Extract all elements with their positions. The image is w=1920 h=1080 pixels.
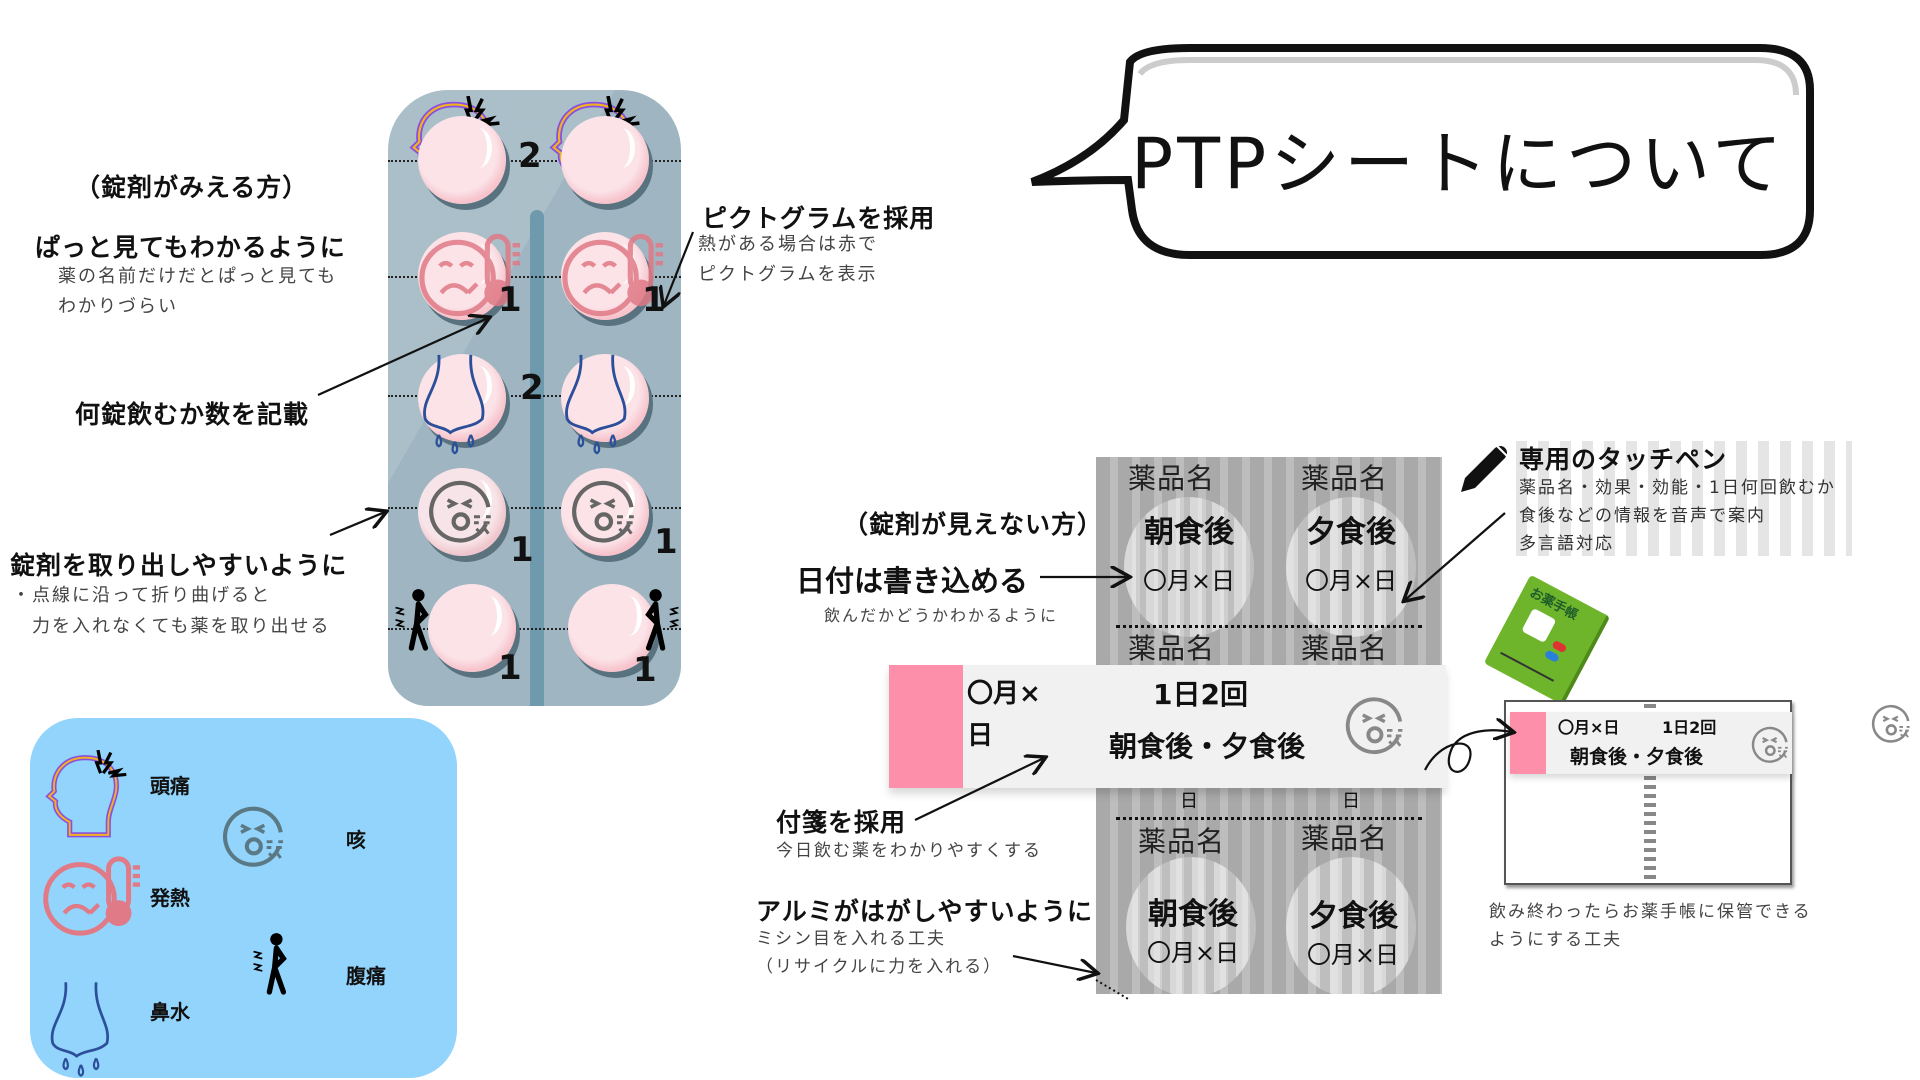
pill-count: 1 (498, 648, 522, 688)
medicine-notebook-icon: お薬手帳 (1483, 574, 1611, 706)
pictogram-line-2: ピクトグラムを表示 (698, 264, 878, 285)
drug-name: 薬品名 (1301, 632, 1389, 665)
cough-icon (426, 476, 498, 548)
date-field[interactable]: 〇月×日 (1146, 939, 1240, 967)
visible-side-heading: （錠剤がみえる方） (75, 173, 309, 202)
drug-name: 薬品名 (1128, 462, 1216, 495)
stored-timing: 朝食後・夕食後 (1570, 746, 1704, 768)
cough-icon (1343, 693, 1409, 759)
pill-count: 2 (518, 136, 542, 176)
morning-label: 朝食後 (1144, 515, 1234, 550)
fold-line (388, 276, 681, 278)
tablet[interactable] (568, 584, 656, 672)
drug-name: 薬品名 (1301, 822, 1389, 855)
legend-label-stomachache: 腹痛 (346, 964, 386, 988)
fold-line (388, 160, 681, 162)
legend-label-runny-nose: 鼻水 (150, 1000, 190, 1024)
pen-title: 専用のタッチペン (1519, 445, 1728, 474)
date-fragment: 日 (1180, 791, 1198, 812)
sticky-sub: 今日飲む薬をわかりやすくする (776, 841, 1042, 861)
date-fragment: 日 (1342, 791, 1360, 812)
notebook-caption-1: 飲み終わったらお薬手帳に保管できる (1489, 902, 1812, 922)
legend-label-cough: 咳 (346, 828, 366, 852)
sticky-frequency: 1日2回 (1153, 678, 1248, 711)
remove-line-2: 力を入れなくても薬を取り出せる (12, 616, 331, 637)
pictogram-title: ピクトグラムを採用 (702, 204, 936, 233)
glance-line-1: 薬の名前だけだとぱっと見ても (58, 266, 338, 287)
date-field[interactable]: 〇月×日 (1304, 567, 1398, 595)
drug-name: 薬品名 (1138, 825, 1226, 858)
pen-line-3: 多言語対応 (1519, 534, 1614, 554)
pill-count: 1 (633, 650, 657, 690)
page-title: PTPシートについて (1131, 123, 1787, 205)
glance-title: ぱっと見てもわかるように (35, 233, 346, 262)
count-title: 何錠飲むか数を記載 (75, 400, 310, 429)
hidden-side-heading: （錠剤が見えない方） (843, 510, 1104, 539)
pill-count: 2 (520, 368, 544, 408)
evening-label: 夕食後 (1306, 515, 1396, 550)
notebook-caption-2: ようにする工夫 (1489, 930, 1623, 950)
touch-pen-icon[interactable] (1455, 442, 1511, 498)
pictogram-line-1: 熱がある場合は赤で (698, 234, 878, 255)
cough-icon (1750, 724, 1792, 766)
stomachache-icon (638, 584, 681, 654)
sticky-date-line-2: 日 (967, 721, 994, 751)
foil-line-1: ミシン目を入れる工夫 (756, 929, 946, 949)
pill-count: 1 (642, 280, 666, 320)
runny-nose-icon (558, 352, 638, 456)
tablet[interactable] (561, 116, 649, 204)
evening-label: 夕食後 (1308, 899, 1398, 934)
fever-icon (40, 853, 140, 939)
sticky-note[interactable]: 〇月× 日 1日2回 朝食後・夕食後 (889, 665, 1446, 788)
pictogram-legend: 頭痛 発熱 鼻水 咳 腹痛 (30, 718, 457, 1078)
date-sub: 飲んだかどうかわかるように (824, 606, 1059, 625)
pill-count: 1 (498, 280, 522, 320)
open-notebook: 〇月×日 1日2回 朝食後・夕食後 (1504, 700, 1792, 885)
date-title: 日付は書き込める (796, 564, 1029, 598)
cough-icon (220, 802, 290, 872)
foil-line-2: （リサイクルに力を入れる） (756, 957, 1003, 977)
pill-count: 1 (510, 530, 534, 570)
sticky-date-line-1: 〇月× (967, 679, 1041, 709)
sticky-timing: 朝食後・夕食後 (1109, 730, 1306, 763)
date-field[interactable]: 〇月×日 (1142, 567, 1236, 595)
fold-line (388, 507, 681, 509)
drug-name: 薬品名 (1128, 632, 1216, 665)
fold-line (388, 395, 681, 397)
glance-line-2: わかりづらい (58, 296, 178, 317)
stomachache-icon (250, 928, 294, 998)
cough-icon (1870, 702, 1914, 746)
pen-info-background (1516, 441, 1852, 556)
date-field[interactable]: 〇月×日 (1306, 941, 1400, 969)
fold-divider (530, 210, 544, 706)
legend-label-fever: 発熱 (150, 886, 190, 910)
tablet[interactable] (428, 584, 516, 672)
perforation-line (1116, 817, 1422, 820)
legend-label-headache: 頭痛 (150, 774, 190, 798)
sticky-tab (889, 665, 963, 788)
headache-icon (44, 750, 134, 840)
foil-title: アルミがはがしやすいように (756, 897, 1094, 926)
runny-nose-icon (416, 352, 496, 456)
stored-frequency: 1日2回 (1662, 718, 1717, 737)
pen-line-1: 薬品名・効果・効能・1日何回飲むか (1519, 478, 1836, 498)
runny-nose-icon (44, 980, 120, 1078)
perforation-line (1116, 625, 1422, 628)
morning-label: 朝食後 (1148, 897, 1238, 932)
tablet[interactable] (418, 116, 506, 204)
pill-count: 1 (654, 522, 678, 562)
remove-line-1: ・点線に沿って折り曲げると (12, 585, 272, 606)
fold-line (388, 628, 681, 630)
pen-line-2: 食後などの情報を音声で案内 (1519, 506, 1766, 526)
stomachache-icon (392, 584, 436, 654)
stored-sticky-note: 〇月×日 1日2回 朝食後・夕食後 (1510, 712, 1792, 774)
speech-bubble (1030, 44, 1814, 259)
stored-date: 〇月×日 (1558, 718, 1620, 737)
drug-name: 薬品名 (1301, 462, 1389, 495)
remove-title: 錠剤を取り出しやすいように (10, 551, 348, 580)
sticky-title: 付箋を採用 (776, 808, 907, 837)
ptp-sheet-visible: 2 1 1 2 1 1 1 1 (388, 90, 681, 706)
cough-icon (569, 476, 641, 548)
